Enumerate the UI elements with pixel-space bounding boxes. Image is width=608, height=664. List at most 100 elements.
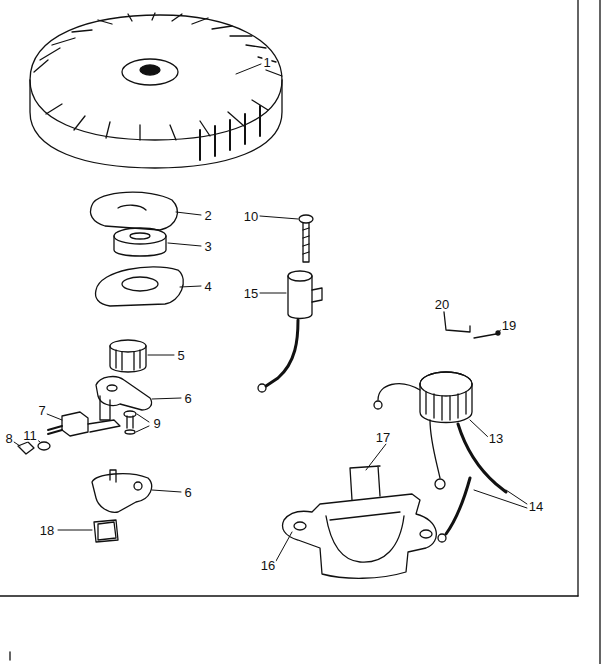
flywheel <box>30 15 282 168</box>
coil-bracket <box>294 522 306 530</box>
coil-bracket <box>283 494 437 578</box>
leader-line <box>148 355 174 356</box>
cam <box>110 346 146 372</box>
condenser <box>312 288 322 302</box>
contact-points <box>48 426 62 434</box>
clip-pin <box>444 312 500 338</box>
callout-number: 19 <box>501 319 517 332</box>
felt-pad <box>94 520 118 542</box>
coil-bracket <box>350 466 380 500</box>
callout-number: 9 <box>152 417 161 430</box>
screw <box>124 411 136 434</box>
ignition-coil <box>435 479 445 489</box>
high-tension-lead <box>438 424 506 542</box>
breaker-plate <box>92 470 152 512</box>
flywheel <box>200 106 260 160</box>
coil-bracket <box>326 516 404 562</box>
condenser-screw <box>303 228 309 254</box>
callout-number: 3 <box>203 240 212 253</box>
leader-line <box>276 532 292 561</box>
ignition-coil <box>426 392 466 420</box>
bushing <box>114 228 166 244</box>
frame-line <box>0 595 578 596</box>
ignition-coil <box>378 384 420 400</box>
leader-line <box>47 414 62 420</box>
leader-line <box>260 293 286 294</box>
callout-number: 17 <box>375 431 391 444</box>
felt-pad <box>98 522 116 540</box>
coil-bracket <box>420 530 432 538</box>
leader-line <box>137 414 149 422</box>
dust-cover <box>96 267 184 306</box>
cam <box>116 350 140 370</box>
leader-line <box>152 398 181 399</box>
contact-points <box>62 412 88 436</box>
condenser-screw <box>299 215 313 223</box>
screw <box>125 430 135 434</box>
leader-line <box>236 64 261 74</box>
ignition-coil <box>374 372 472 489</box>
leader-line <box>260 216 298 219</box>
cam <box>110 340 146 372</box>
breaker-arm <box>96 377 152 410</box>
ignition-coil <box>420 384 472 423</box>
callout-number: 1 <box>262 56 271 69</box>
callout-number: 15 <box>243 287 259 300</box>
callout-number: 6 <box>183 392 192 405</box>
leader-line <box>58 530 92 531</box>
callout-number: 14 <box>528 500 544 513</box>
callout-number: 2 <box>203 209 212 222</box>
coil-bracket <box>283 466 437 578</box>
callout-number: 8 <box>4 432 13 445</box>
callout-number: 18 <box>39 524 55 537</box>
bushing <box>130 233 150 239</box>
leader-line <box>168 243 201 246</box>
frame-line <box>599 0 600 664</box>
felt-pad <box>94 520 118 542</box>
breaker-plate <box>110 470 116 482</box>
gasket <box>118 205 146 210</box>
breaker-arm <box>96 377 152 420</box>
coil-bracket <box>330 512 400 520</box>
callout-number: 10 <box>243 210 259 223</box>
breaker-arm <box>107 385 117 391</box>
callout-number: 20 <box>434 298 450 311</box>
washer-nut <box>18 442 50 454</box>
callout-number: 11 <box>22 429 38 442</box>
condenser <box>258 271 322 392</box>
callout-number: 7 <box>37 404 46 417</box>
condenser-screw <box>299 215 313 262</box>
leader-line <box>152 490 181 492</box>
high-tension-lead <box>458 424 506 492</box>
dust-cover <box>122 277 158 291</box>
condenser <box>258 384 266 392</box>
clip-pin <box>444 312 470 332</box>
callout-number: 4 <box>203 280 212 293</box>
high-tension-lead <box>438 534 446 542</box>
gasket <box>91 192 178 230</box>
ignition-coil <box>374 401 382 409</box>
leader-line <box>136 426 149 432</box>
contact-points <box>48 412 120 436</box>
screw <box>127 416 133 428</box>
dust-cover <box>96 267 184 306</box>
leader-line <box>366 444 386 470</box>
flywheel <box>122 59 178 85</box>
leader-line <box>470 420 488 437</box>
bushing <box>114 228 166 256</box>
screw <box>124 411 136 417</box>
leader-line <box>180 286 201 287</box>
washer-nut <box>18 442 34 454</box>
condenser <box>288 276 312 319</box>
condenser <box>266 320 298 386</box>
ignition-coil <box>430 420 440 478</box>
callout-number: 6 <box>183 486 192 499</box>
high-tension-lead <box>446 478 470 534</box>
condenser-screw <box>303 223 309 262</box>
callout-number: 16 <box>260 559 276 572</box>
condenser <box>288 271 312 281</box>
breaker-arm <box>100 396 110 420</box>
leader-line <box>14 442 20 446</box>
